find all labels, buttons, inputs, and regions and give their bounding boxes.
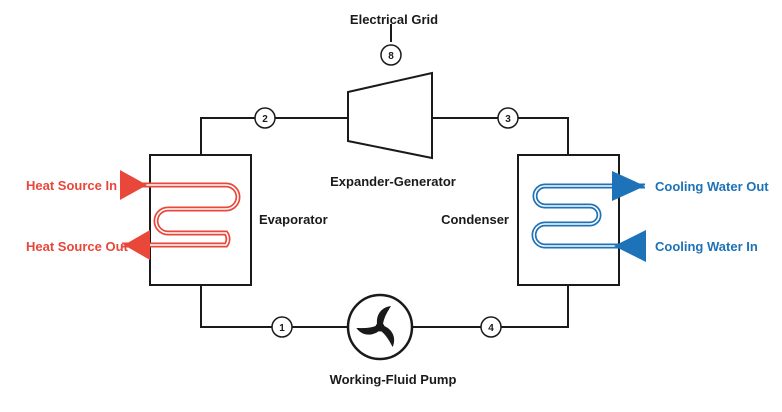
pipe-condenser-to-pump bbox=[412, 285, 569, 328]
state-point-3-label: 3 bbox=[505, 114, 511, 125]
pipe-evaporator-to-expander bbox=[200, 117, 348, 155]
state-point-4-label: 4 bbox=[488, 323, 494, 334]
state-point-2-label: 2 bbox=[262, 114, 268, 125]
state-point-4: 4 bbox=[480, 316, 502, 338]
heat-source-in-arrow bbox=[120, 170, 147, 200]
heat-source-out-label: Heat Source Out bbox=[26, 239, 129, 254]
evaporator-label: Evaporator bbox=[259, 212, 328, 227]
pump-impeller-icon bbox=[356, 306, 395, 348]
cooling-water-in-arrow bbox=[614, 230, 646, 262]
state-point-3: 3 bbox=[497, 107, 519, 129]
expander-generator-label: Expander-Generator bbox=[330, 174, 456, 189]
evaporator-coil-inner bbox=[122, 184, 239, 246]
state-point-1: 1 bbox=[271, 316, 293, 338]
state-point-2: 2 bbox=[254, 107, 276, 129]
electrical-grid-label: Electrical Grid bbox=[350, 12, 438, 27]
expander-generator bbox=[347, 71, 433, 160]
condenser bbox=[517, 154, 646, 286]
cooling-water-out-arrow bbox=[612, 171, 645, 201]
working-fluid-pump-label: Working-Fluid Pump bbox=[330, 372, 457, 387]
evaporator bbox=[120, 154, 252, 286]
pipe-loop bbox=[200, 24, 569, 328]
evaporator-shell bbox=[149, 154, 252, 286]
pipe-pump-to-evaporator bbox=[200, 285, 348, 328]
working-fluid-pump bbox=[346, 293, 414, 361]
condenser-label: Condenser bbox=[441, 212, 509, 227]
cooling-water-out-label: Cooling Water Out bbox=[655, 179, 769, 194]
cooling-water-in-label: Cooling Water In bbox=[655, 239, 758, 254]
state-point-8-label: 8 bbox=[388, 51, 394, 62]
heat-source-out-arrow bbox=[124, 230, 150, 260]
condenser-shell bbox=[517, 154, 620, 286]
state-point-8: 8 bbox=[380, 44, 402, 66]
state-point-1-label: 1 bbox=[279, 323, 285, 334]
heat-source-in-label: Heat Source In bbox=[26, 178, 117, 193]
condenser-coil-inner bbox=[533, 185, 645, 247]
pipe-expander-to-condenser bbox=[432, 117, 569, 155]
